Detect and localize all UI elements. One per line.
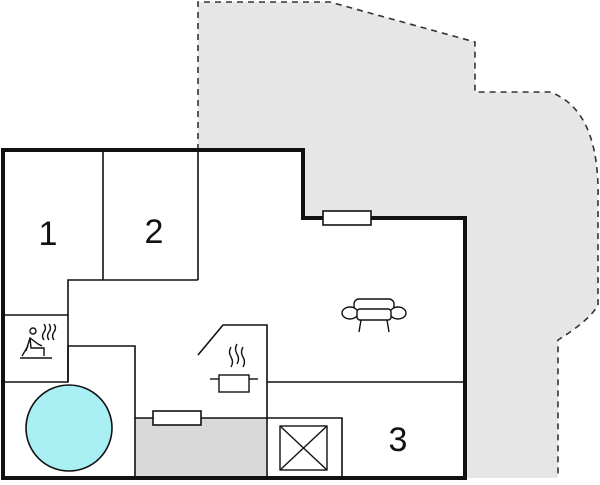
whirlpool-icon [25,384,113,472]
sauna-icon [20,323,57,359]
outer-walls [1,148,467,480]
room-2-label: 2 [144,213,164,251]
cooking-pot-icon [210,343,258,393]
bathroom-cross-icon [279,425,328,471]
sofa-icon [341,298,407,333]
inner-walls [3,150,465,478]
utility-floor [135,418,266,478]
terrace-area [198,2,599,478]
room-3-label: 3 [388,421,408,459]
room-1-label: 1 [38,215,58,253]
terrace-outline [197,1,599,478]
window-icon [322,210,372,226]
window-icon [152,410,202,426]
